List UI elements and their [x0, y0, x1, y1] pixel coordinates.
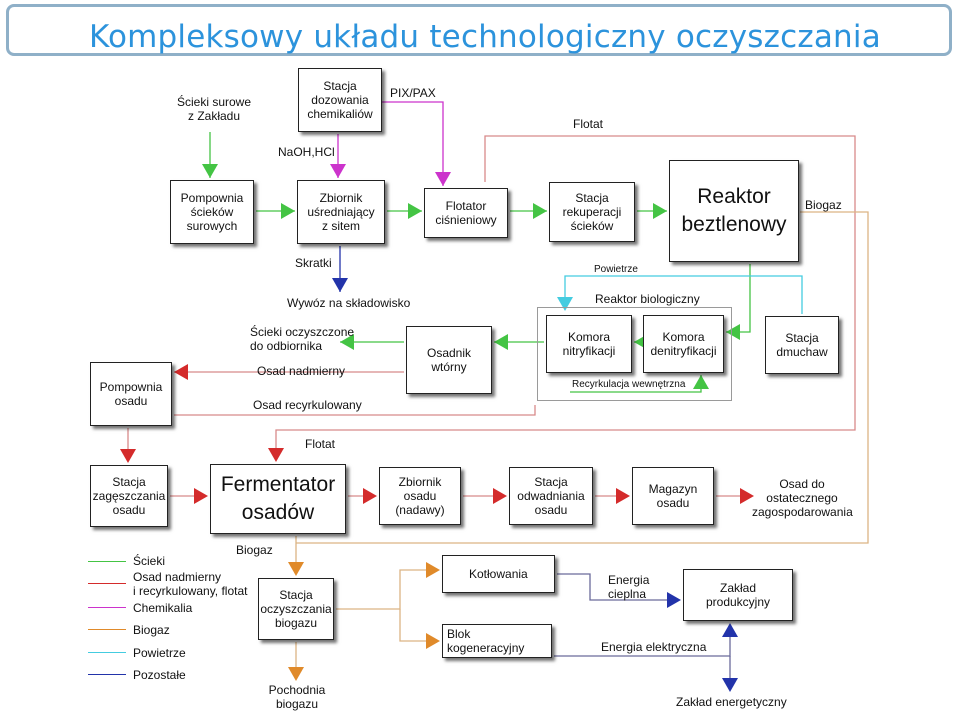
stacja-odwadniania-box: Stacja odwadniania osadu — [509, 467, 593, 525]
osad-nadmierny-label: Osad nadmierny — [257, 364, 346, 378]
scieki-surowe-flow-arrow — [202, 164, 218, 178]
naoh-hcl-label: NaOH,HCl — [278, 145, 335, 159]
zaklad-produkcyjny-box: Zakład produkcyjny — [683, 569, 793, 621]
title-bar: Kompleksowy układu technologiczny oczysz… — [6, 4, 952, 56]
flotat-line — [275, 135, 856, 450]
kogeneracja-to-zaklad-arrow — [722, 623, 738, 637]
osadnik-to-odbiornik-arrow — [340, 334, 354, 350]
komora-denitryfikacji-box: Komora denitryfikacji — [643, 315, 724, 373]
flotat-top-label: Flotat — [573, 117, 604, 131]
skratki-flow-arrow — [332, 278, 348, 292]
stacja-rekuperacji-box: Stacja rekuperacji ścieków — [549, 182, 635, 242]
powietrze-line — [564, 275, 803, 314]
recyrkulacja-label: Recyrkulacja wewnętrzna — [572, 379, 686, 390]
kogeneracja-to-energetyczny-arrow — [722, 678, 738, 692]
stacja-to-pochodnia-arrow — [288, 667, 304, 681]
nitryfikacja-to-osadnik-arrow — [494, 334, 508, 350]
pompownia-to-zbiornik-arrow — [281, 203, 295, 219]
skratki-label: Skratki — [295, 256, 332, 270]
zbiornik-usredniajacy-box: Zbiornik uśredniający z sitem — [297, 180, 385, 244]
reaktor-to-denitryfikacja-arrow — [726, 324, 740, 340]
powietrze-arrow — [557, 297, 573, 311]
biogaz-to-kotlownia-arrow — [426, 562, 440, 578]
legend-label-scieki: Ścieki — [133, 554, 166, 568]
pochodnia-label: Pochodnia biogazu — [268, 683, 326, 711]
biogaz-to-kogeneracja-arrow — [426, 633, 440, 649]
scieki-oczyszczone-label: Ścieki oczyszczone do odbiornika — [250, 325, 355, 353]
reaktor-biologiczny-label: Reaktor biologiczny — [595, 292, 700, 306]
powietrze-label: Powietrze — [594, 264, 638, 275]
kotlownia-to-zaklad-arrow — [667, 592, 681, 608]
legend-label-pozostale: Pozostałe — [133, 668, 186, 682]
pompownia-sciekow-box: Pompownia ścieków surowych — [170, 180, 254, 244]
pix-pax-flow-arrow — [435, 172, 451, 186]
biogaz-line — [296, 211, 869, 544]
legend-label-biogaz: Biogaz — [133, 623, 170, 637]
biogaz-to-kotlownia-line — [336, 569, 428, 610]
rekuperacja-to-reaktor-arrow — [653, 203, 667, 219]
reaktor-biologiczny-group — [537, 307, 732, 401]
flotat-mid-label: Flotat — [305, 437, 336, 451]
legend-line-biogaz — [88, 629, 126, 630]
magazyn-to-zagospodarowanie-arrow — [740, 488, 754, 504]
zageszczanie-to-fermentator-arrow — [194, 488, 208, 504]
pompownia-osadu-box: Pompownia osadu — [90, 362, 172, 426]
wywoz-label: Wywóz na składowisko — [287, 296, 411, 310]
blok-kogeneracyjny-box: Blok kogeneracyjny — [442, 624, 552, 658]
fermentator-to-zbiornik-arrow — [363, 488, 377, 504]
osad-do-zagospodarowania-label: Osad do ostatecznego zagospodarowania — [752, 477, 853, 519]
stacja-zageszczania-box: Stacja zagęszczania osadu — [90, 465, 168, 527]
legend-label-osad: Osad nadmierny i recyrkulowany, flotat — [133, 570, 248, 598]
stacja-dozowania-box: Stacja dozowania chemikaliów — [298, 68, 382, 132]
fermentator-to-stacja-biogazu-arrow — [288, 562, 304, 576]
kotlownia-box: Kotłowania — [442, 555, 555, 593]
energia-elektryczna-label: Energia elektryczna — [601, 640, 707, 654]
naoh-hcl-flow-arrow — [330, 164, 346, 178]
magazyn-osadu-box: Magazyn osadu — [632, 467, 714, 525]
zbiornik-to-flotator-arrow — [408, 203, 422, 219]
zbiornik-to-odwadnianie-arrow — [493, 488, 507, 504]
kotlownia-to-zaklad-line — [557, 573, 668, 601]
biogaz-bottom-label: Biogaz — [236, 543, 273, 557]
zaklad-energetyczny-label: Zakład energetyczny — [676, 695, 787, 709]
recyrkulacja-wewnetrzna-arrow — [693, 375, 709, 389]
legend-line-powietrze — [88, 652, 126, 653]
pix-pax-flow-line — [382, 101, 444, 186]
osadnik-wtorny-box: Osadnik wtórny — [406, 326, 492, 394]
legend-line-pozostale — [88, 674, 126, 675]
osad-recyrkulowany-label: Osad recyrkulowany — [253, 398, 362, 412]
flotat-arrow — [268, 448, 284, 462]
stacja-dmuchaw-box: Stacja dmuchaw — [765, 316, 839, 374]
osad-nadmierny-arrow — [174, 364, 188, 380]
reaktor-beztlenowy-box: Reaktor beztlenowy — [669, 160, 799, 262]
odwadnianie-to-magazyn-arrow — [616, 488, 630, 504]
flotator-box: Flotator ciśnieniowy — [424, 188, 508, 238]
komora-nitryfikacji-box: Komora nitryfikacji — [546, 315, 632, 373]
legend-line-scieki — [88, 561, 126, 562]
zbiornik-osadu-box: Zbiornik osadu (nadawy) — [379, 467, 461, 525]
energia-cieplna-label: Energia cieplna — [608, 573, 650, 601]
fermentator-box: Fermentator osadów — [210, 464, 346, 534]
legend-label-powietrze: Powietrze — [133, 646, 186, 660]
biogaz-right-label: Biogaz — [805, 198, 842, 212]
legend-label-chemikalia: Chemikalia — [133, 601, 193, 615]
scieki-surowe-label: Ścieki surowe z Zakładu — [176, 95, 252, 123]
legend-line-osad — [88, 583, 126, 584]
page-title: Kompleksowy układu technologiczny oczysz… — [89, 19, 881, 55]
biogaz-to-kogeneracja-line — [399, 609, 428, 642]
osad-recyrkulowany-line — [174, 405, 536, 416]
flotator-to-rekuperacja-arrow — [533, 203, 547, 219]
pompownia-to-zageszczanie-arrow — [120, 449, 136, 463]
legend-line-chemikalia — [88, 607, 126, 608]
stacja-oczyszczania-biogazu-box: Stacja oczyszczania biogazu — [258, 578, 334, 640]
pix-pax-label: PIX/PAX — [390, 86, 436, 100]
